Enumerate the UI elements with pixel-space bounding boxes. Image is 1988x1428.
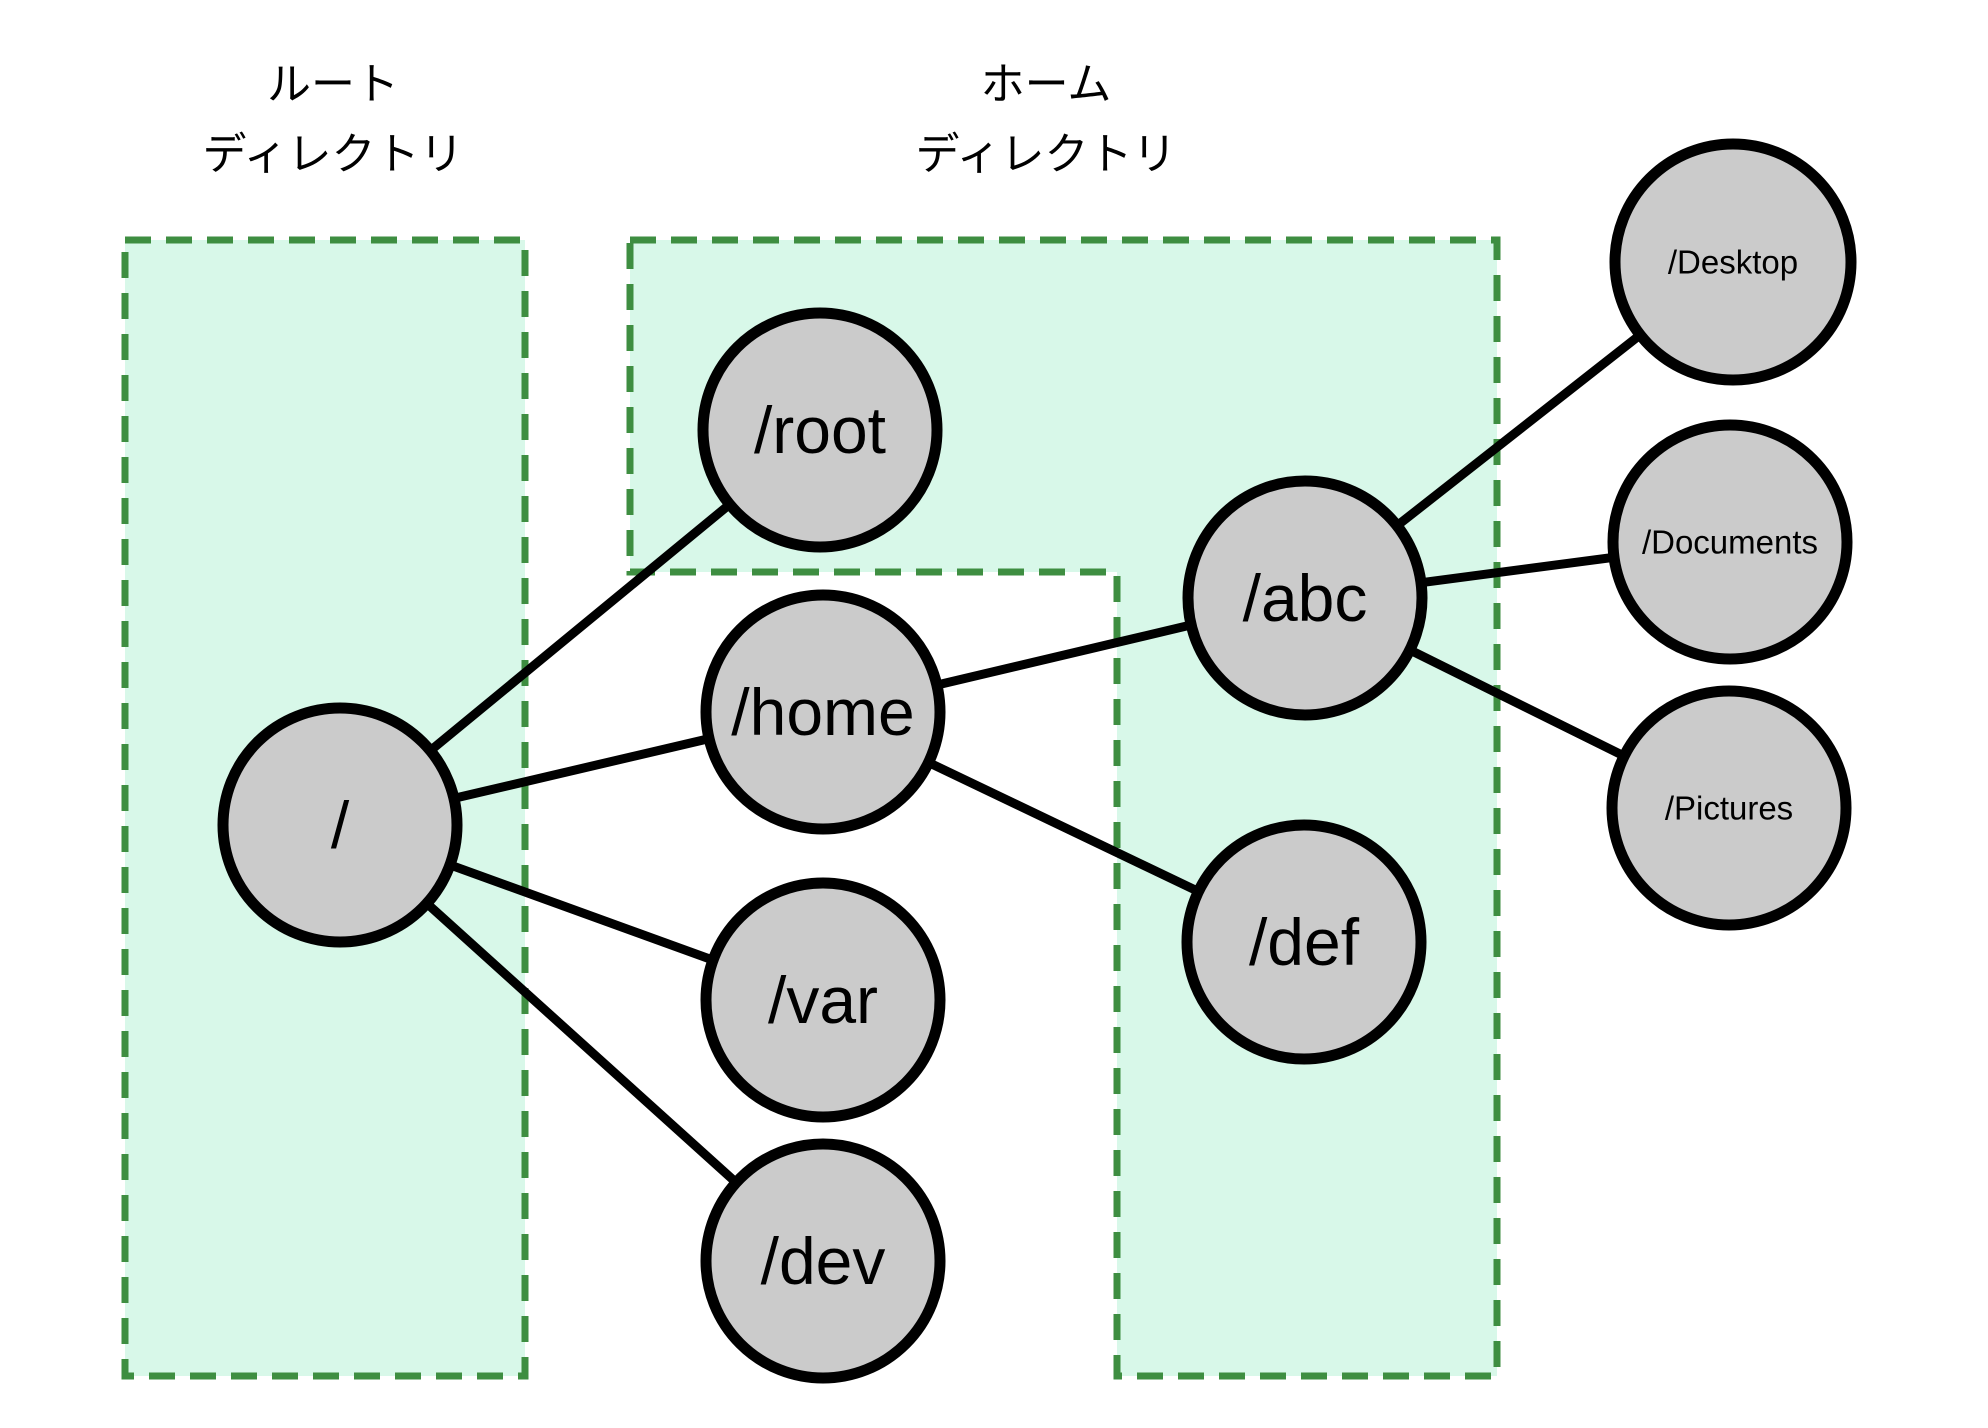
home-directory-title-line1: ホーム — [980, 60, 1112, 109]
node-root: /root — [697, 307, 943, 553]
node-dev: /dev — [700, 1138, 946, 1384]
node-var: /var — [700, 877, 946, 1123]
slash-circle — [217, 702, 463, 948]
documents-label: /Documents — [1642, 524, 1818, 561]
node-documents: /Documents — [1607, 419, 1853, 665]
dev-label: /dev — [761, 1224, 886, 1298]
def-circle — [1181, 819, 1427, 1065]
root-directory-title: ルート ディレクトリ — [123, 50, 543, 190]
desktop-label: /Desktop — [1668, 244, 1798, 281]
home-label: /home — [731, 675, 914, 749]
documents-circle — [1607, 419, 1853, 665]
home-directory-title: ホーム ディレクトリ — [836, 50, 1256, 190]
pictures-circle — [1606, 685, 1852, 931]
node-desktop: /Desktop — [1609, 138, 1857, 386]
node-def: /def — [1181, 819, 1427, 1065]
root-directory-title-line1: ルート — [267, 60, 399, 109]
abc-circle — [1182, 475, 1428, 721]
slash-label: / — [331, 788, 350, 862]
node-slash: / — [217, 702, 463, 948]
home-circle — [700, 589, 946, 835]
def-label: /def — [1249, 905, 1360, 979]
node-pictures: /Pictures — [1606, 685, 1852, 931]
node-abc: /abc — [1182, 475, 1428, 721]
nodes-layer: / /root/home/var/dev/abc/def/Desktop/Docu… — [217, 138, 1857, 1384]
pictures-label: /Pictures — [1665, 790, 1793, 827]
var-label: /var — [768, 963, 878, 1037]
root-circle — [697, 307, 943, 553]
var-circle — [700, 877, 946, 1123]
root-label: /root — [754, 393, 886, 467]
abc-label: /abc — [1243, 561, 1368, 635]
home-directory-title-line2: ディレクトリ — [915, 130, 1177, 179]
dev-circle — [700, 1138, 946, 1384]
root-directory-title-line2: ディレクトリ — [202, 130, 464, 179]
desktop-circle — [1609, 138, 1857, 386]
node-home: /home — [700, 589, 946, 835]
